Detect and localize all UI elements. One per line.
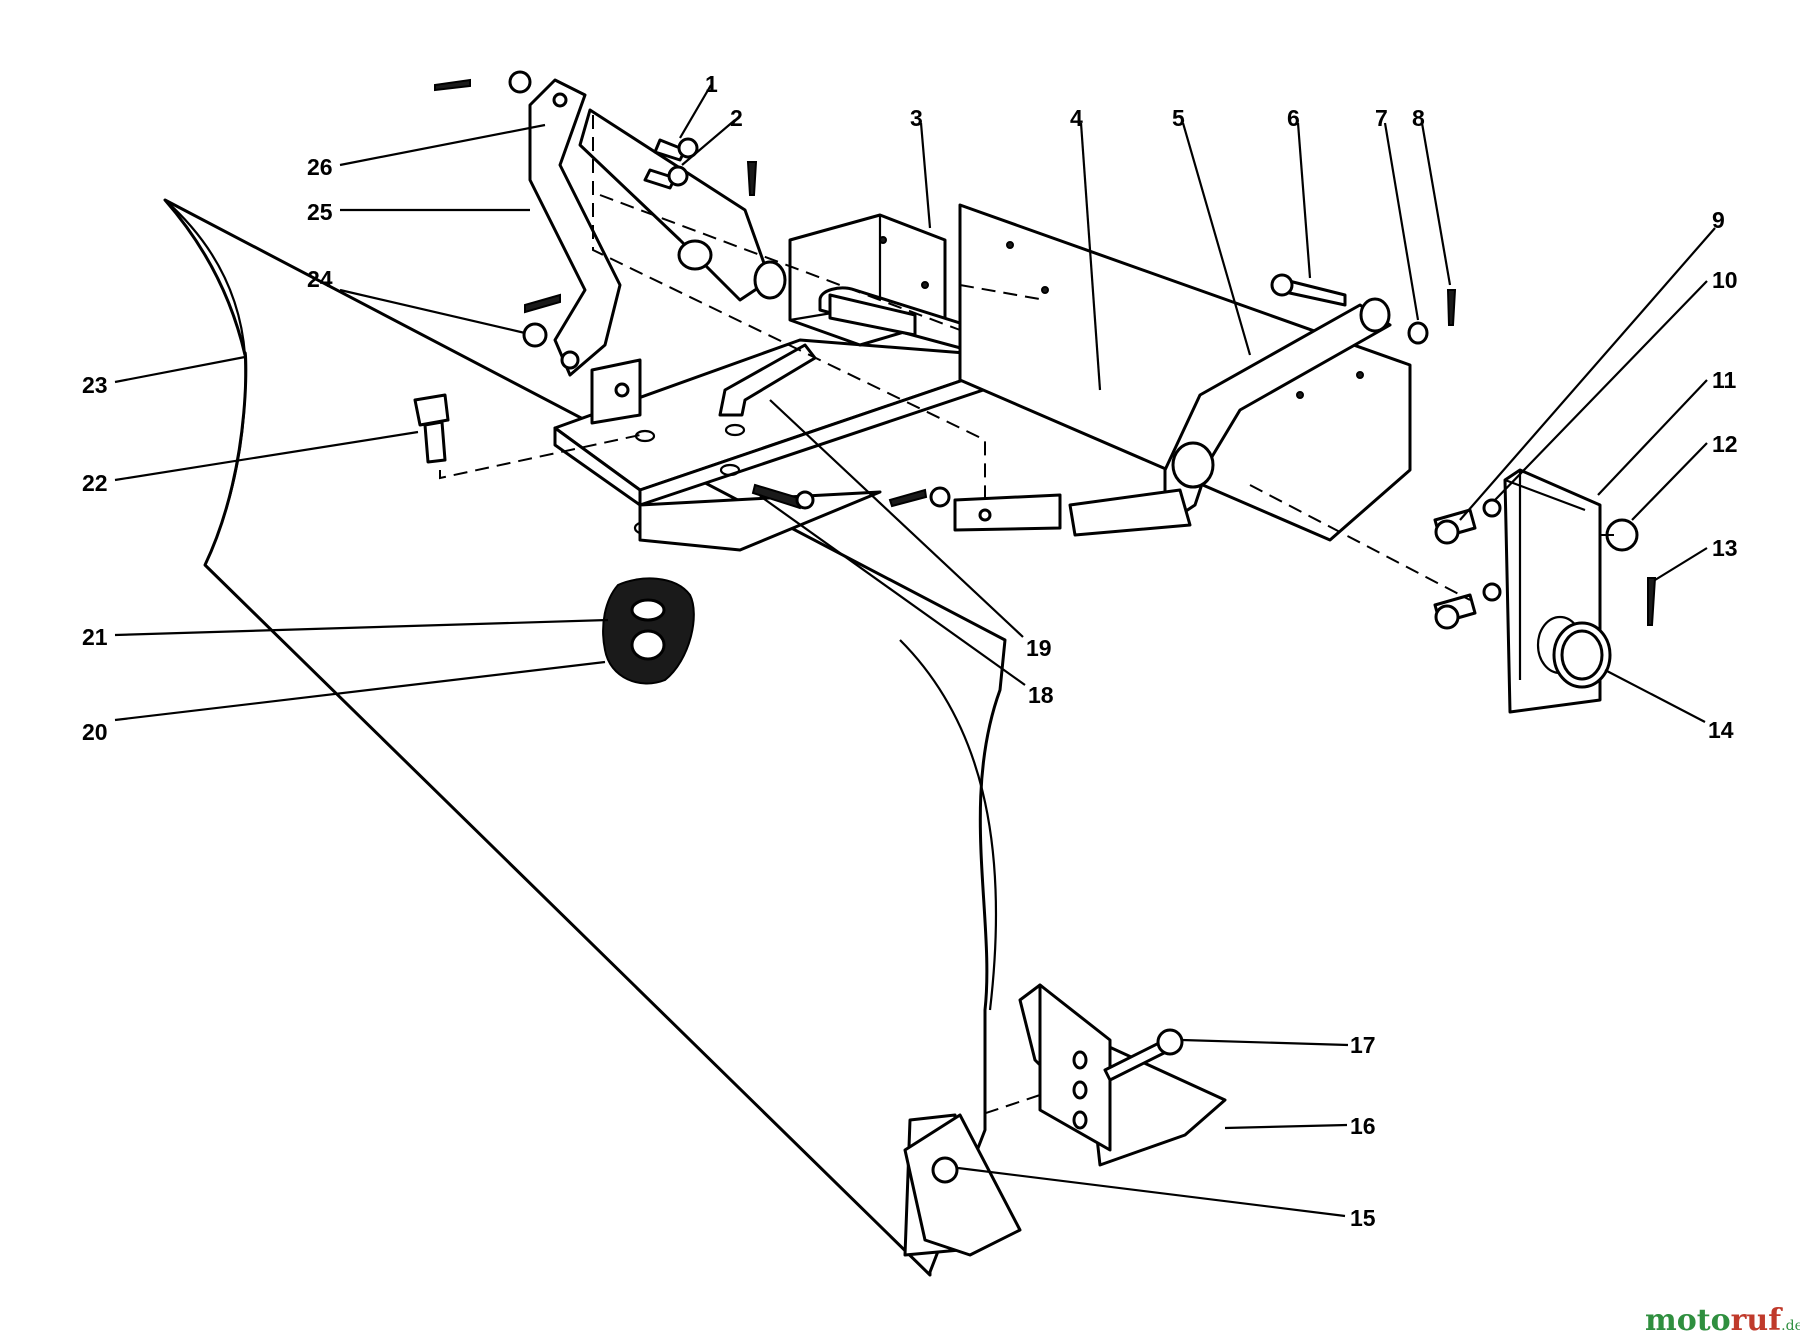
callout-4: 4 bbox=[1070, 105, 1083, 131]
watermark-part2: ruf bbox=[1731, 1303, 1784, 1338]
callout-5: 5 bbox=[1172, 105, 1185, 131]
callout-6: 6 bbox=[1287, 105, 1300, 131]
callout-12: 12 bbox=[1712, 431, 1738, 457]
callout-7: 7 bbox=[1375, 105, 1388, 131]
callout-17: 17 bbox=[1350, 1032, 1376, 1058]
skid-shoe bbox=[903, 983, 1227, 1257]
callout-22: 22 bbox=[82, 470, 108, 496]
lift-arm bbox=[1068, 297, 1392, 537]
frame-plate bbox=[553, 338, 1030, 552]
callout-8: 8 bbox=[1412, 105, 1425, 131]
callout-18: 18 bbox=[1028, 682, 1054, 708]
svg-text:motoruf.de: motoruf.de bbox=[1645, 1303, 1800, 1338]
callouts: 1 2 3 4 5 6 7 8 9 10 11 12 13 14 15 16 1… bbox=[82, 71, 1738, 1231]
callout-26: 26 bbox=[307, 154, 333, 180]
callout-14: 14 bbox=[1708, 717, 1734, 743]
callout-21: 21 bbox=[82, 624, 108, 650]
callout-24: 24 bbox=[307, 266, 333, 292]
callout-19: 19 bbox=[1026, 635, 1052, 661]
hardware bbox=[413, 70, 1657, 714]
assembly-lines bbox=[439, 115, 1620, 1116]
callout-13: 13 bbox=[1712, 535, 1738, 561]
callout-23: 23 bbox=[82, 372, 108, 398]
callout-15: 15 bbox=[1350, 1205, 1376, 1231]
watermark-part1: moto bbox=[1645, 1303, 1731, 1338]
leader-lines bbox=[114, 84, 1716, 1218]
watermark-logo: motoruf.de bbox=[1645, 1303, 1800, 1338]
pivot-rod bbox=[718, 293, 917, 417]
callout-20: 20 bbox=[82, 719, 108, 745]
callout-10: 10 bbox=[1712, 267, 1738, 293]
watermark-suffix: .de bbox=[1781, 1318, 1800, 1334]
callout-2: 2 bbox=[730, 105, 743, 131]
callout-25: 25 bbox=[307, 199, 333, 225]
callout-3: 3 bbox=[910, 105, 923, 131]
upper-arm bbox=[528, 78, 787, 377]
callout-16: 16 bbox=[1350, 1113, 1376, 1139]
callout-1: 1 bbox=[705, 71, 718, 97]
callout-9: 9 bbox=[1712, 207, 1725, 233]
callout-11: 11 bbox=[1712, 367, 1737, 393]
